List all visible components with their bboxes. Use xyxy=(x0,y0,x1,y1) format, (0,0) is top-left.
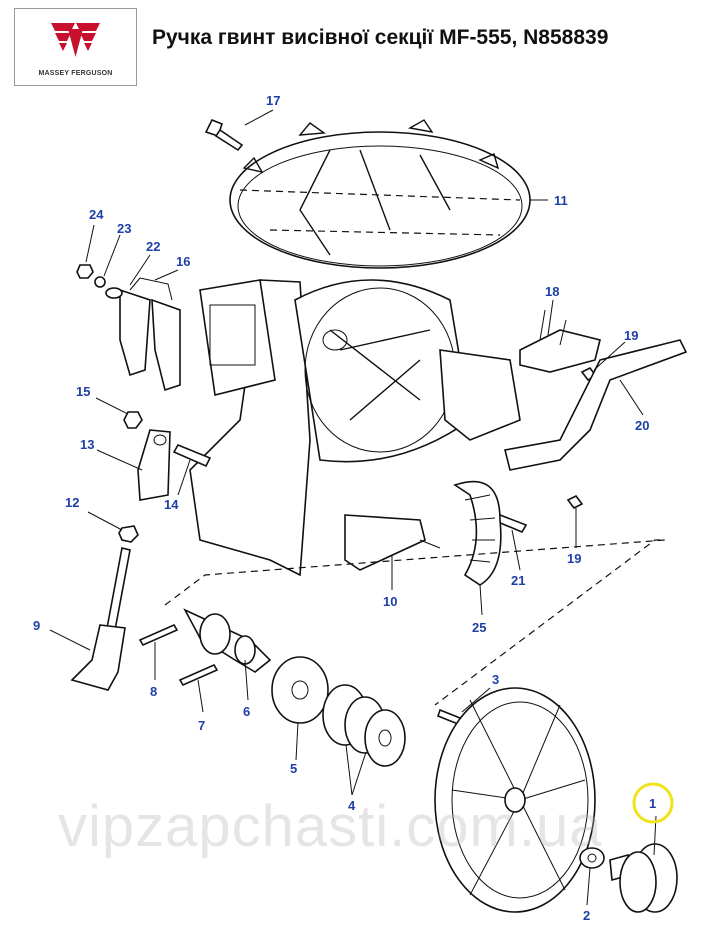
callout-8: 8 xyxy=(150,684,157,699)
sowing-wheel xyxy=(434,687,596,913)
callout-21: 21 xyxy=(511,573,525,588)
callout-labels: 1 2 3 4 5 6 7 8 9 10 11 12 13 14 15 16 1… xyxy=(33,93,656,923)
callout-20: 20 xyxy=(635,418,649,433)
part-6-shaft xyxy=(183,608,272,673)
part-19b-bolt xyxy=(566,494,584,510)
part-24-nut xyxy=(76,264,94,279)
part-7-pin xyxy=(178,663,219,687)
callout-1-highlight xyxy=(632,782,674,824)
part-18-clamp xyxy=(519,309,601,373)
callout-16: 16 xyxy=(176,254,190,269)
callout-19: 19 xyxy=(624,328,638,343)
part-13-clevis xyxy=(137,429,171,501)
part-23-washer xyxy=(94,276,106,288)
callout-6: 6 xyxy=(243,704,250,719)
massey-ferguson-emblem-icon xyxy=(51,23,100,57)
callout-5: 5 xyxy=(290,761,297,776)
callout-9: 9 xyxy=(33,618,40,633)
callout-15: 15 xyxy=(76,384,90,399)
page-title: Ручка гвинт висівної секції MF-555, N858… xyxy=(152,26,609,49)
callout-10: 10 xyxy=(383,594,397,609)
part-2-washer xyxy=(579,847,605,869)
part-22-washer xyxy=(105,287,123,299)
brand-logo: MASSEY FERGUSON xyxy=(14,8,137,86)
callout-19-lower: 19 xyxy=(567,551,581,566)
part-25-brush xyxy=(453,480,502,586)
callout-2: 2 xyxy=(583,908,590,923)
callout-11: 11 xyxy=(554,193,568,208)
callout-7: 7 xyxy=(198,718,205,733)
callout-18: 18 xyxy=(545,284,559,299)
callout-25: 25 xyxy=(472,620,486,635)
part-11-hopper-ring xyxy=(229,119,531,269)
callout-3: 3 xyxy=(492,672,499,687)
callout-17: 17 xyxy=(266,93,280,108)
leader-lines xyxy=(49,109,657,906)
part-15-nut xyxy=(123,411,143,429)
part-9-adjuster-rod xyxy=(70,547,131,691)
callout-23: 23 xyxy=(117,221,131,236)
part-12-nut xyxy=(118,525,139,543)
callout-12: 12 xyxy=(65,495,79,510)
callout-22: 22 xyxy=(146,239,160,254)
part-17-wing-screw xyxy=(204,118,244,152)
callout-1: 1 xyxy=(649,796,656,811)
part-1-knob xyxy=(609,843,678,913)
callout-24: 24 xyxy=(89,207,104,222)
part-21-screw xyxy=(497,513,528,534)
logo-wordmark: MASSEY FERGUSON xyxy=(38,70,113,77)
part-4-discs xyxy=(322,684,406,767)
callout-14: 14 xyxy=(164,497,179,512)
hopper-housing xyxy=(189,279,521,577)
part-20-lever xyxy=(504,339,688,471)
part-8-pin xyxy=(138,623,179,647)
part-14-bolt xyxy=(172,443,212,468)
watermark: vipzapchasti.com.ua xyxy=(58,794,603,859)
callout-4: 4 xyxy=(348,798,356,813)
part-5-disc xyxy=(271,656,329,724)
callout-13: 13 xyxy=(80,437,94,452)
part-16-plates xyxy=(119,277,181,392)
